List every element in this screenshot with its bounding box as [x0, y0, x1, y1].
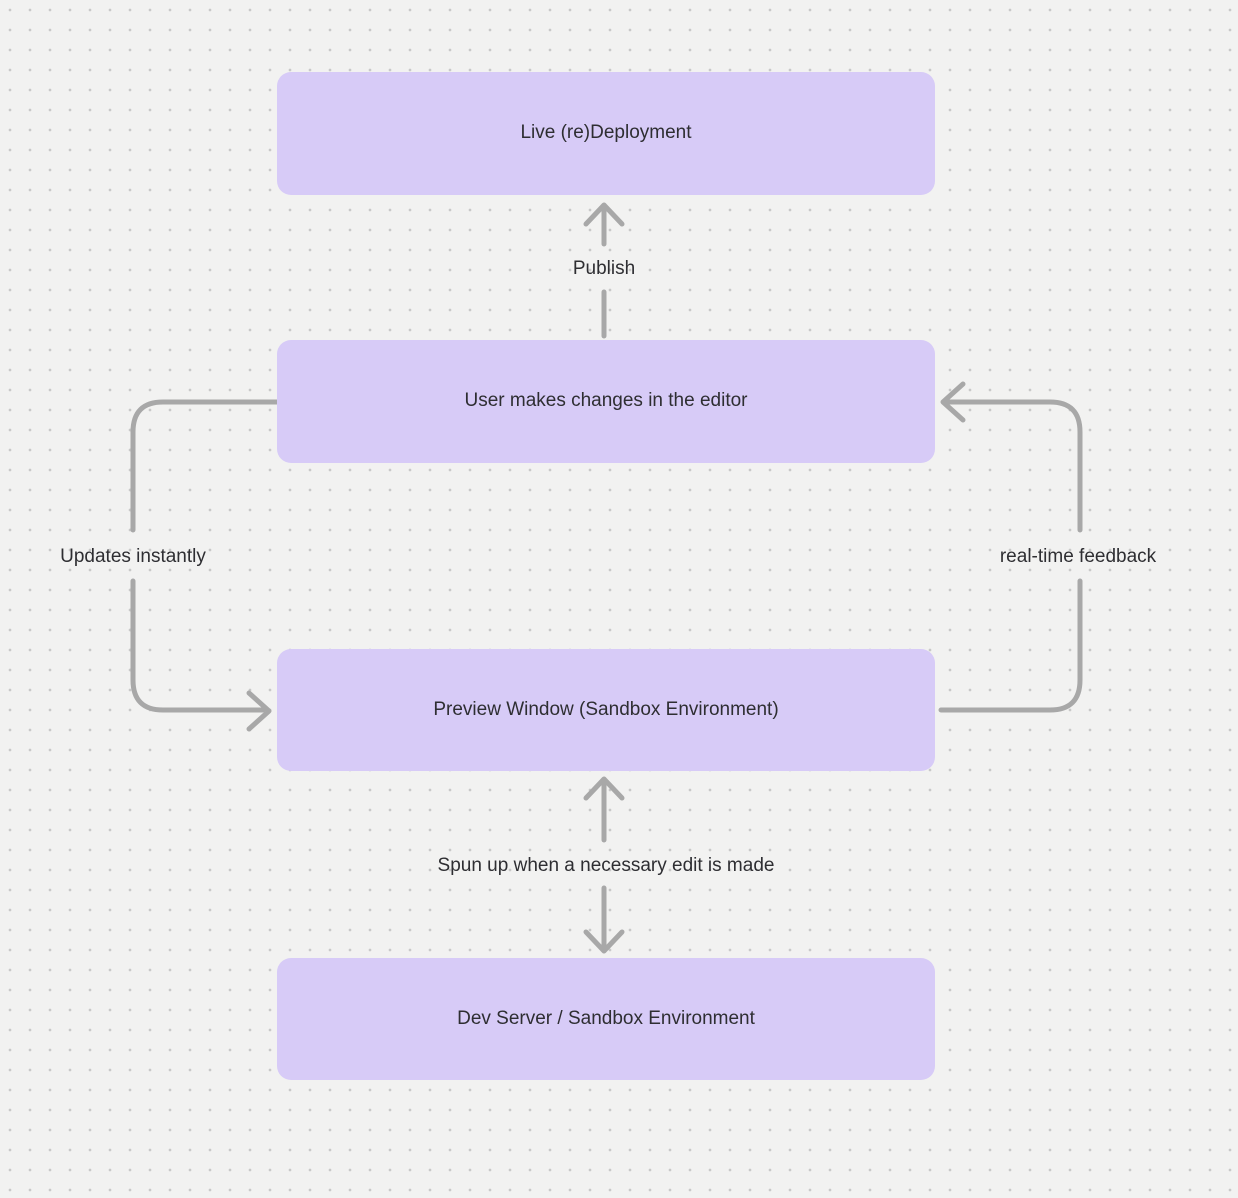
edge-label-realtime-feedback: real-time feedback [999, 546, 1157, 567]
node-user-editor-label: User makes changes in the editor [464, 390, 748, 412]
edge-label-publish: Publish [572, 258, 636, 279]
feedback-arrowhead-icon [940, 381, 966, 423]
updates-connector-upper [130, 399, 280, 533]
sync-up-arrowhead-icon [583, 776, 625, 801]
feedback-connector-lower [938, 578, 1083, 713]
node-live-redeployment-label: Live (re)Deployment [520, 122, 692, 144]
node-preview-window-label: Preview Window (Sandbox Environment) [433, 698, 779, 720]
publish-arrowhead-icon [583, 202, 625, 227]
node-dev-server-label: Dev Server / Sandbox Environment [457, 1007, 755, 1029]
edge-label-spun-up: Spun up when a necessary edit is made [437, 855, 775, 876]
node-preview-window[interactable]: Preview Window (Sandbox Environment) [277, 649, 935, 771]
updates-arrowhead-icon [246, 690, 272, 732]
sync-down-arrowhead-icon [583, 929, 625, 954]
node-user-editor[interactable]: User makes changes in the editor [277, 340, 935, 463]
feedback-connector-upper [944, 399, 1083, 533]
updates-connector-lower [130, 578, 266, 713]
edge-label-updates-instantly: Updates instantly [60, 546, 206, 567]
node-dev-server[interactable]: Dev Server / Sandbox Environment [277, 958, 935, 1080]
node-live-redeployment[interactable]: Live (re)Deployment [277, 72, 935, 195]
